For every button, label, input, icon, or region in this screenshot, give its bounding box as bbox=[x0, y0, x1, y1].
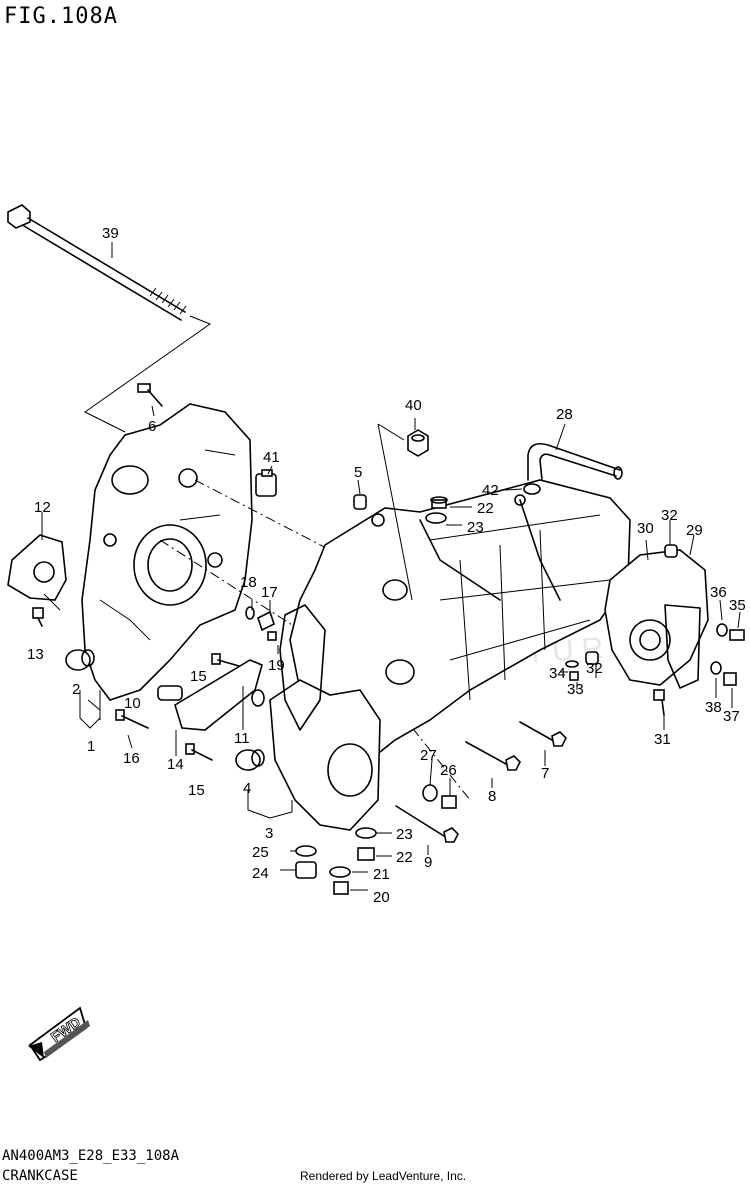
callout-27: 27 bbox=[420, 747, 437, 764]
callout-35: 35 bbox=[729, 597, 746, 614]
clamp-17-part[interactable] bbox=[257, 610, 275, 632]
callout-28: 28 bbox=[556, 406, 573, 423]
bushing-2-part[interactable] bbox=[65, 649, 95, 671]
callout-25: 25 bbox=[252, 844, 269, 861]
callout-6: 6 bbox=[148, 418, 156, 435]
callout-34: 34 bbox=[549, 665, 566, 682]
callout-36: 36 bbox=[710, 584, 727, 601]
callout-11: 11 bbox=[234, 730, 250, 747]
callout-5: 5 bbox=[354, 464, 362, 481]
callout-9: 9 bbox=[424, 854, 432, 871]
leader-lines bbox=[41, 242, 741, 891]
bolt-15b-part[interactable] bbox=[185, 743, 213, 761]
callout-24: 24 bbox=[252, 865, 269, 882]
plug-37-part[interactable] bbox=[723, 672, 737, 686]
plug-26-part[interactable] bbox=[441, 795, 457, 809]
callout-3: 3 bbox=[265, 825, 273, 842]
washer-27-part[interactable] bbox=[422, 784, 438, 802]
section-name: CRANKCASE bbox=[2, 1168, 78, 1184]
callout-29: 29 bbox=[686, 522, 703, 539]
bolt-20-part[interactable] bbox=[333, 881, 349, 895]
clip-42-part[interactable] bbox=[523, 483, 541, 495]
callout-33: 33 bbox=[567, 681, 584, 698]
render-credit: Rendered by LeadVenture, Inc. bbox=[300, 1169, 467, 1183]
screw-19-part[interactable] bbox=[267, 631, 277, 641]
callout-40: 40 bbox=[405, 397, 422, 414]
gasket-23b-part[interactable] bbox=[355, 827, 377, 839]
callout-23a: 23 bbox=[467, 519, 484, 536]
screw-13-part[interactable] bbox=[32, 607, 44, 627]
plug-35-part[interactable] bbox=[729, 629, 745, 641]
callout-1: 1 bbox=[87, 738, 95, 755]
gasket-10-part[interactable] bbox=[157, 685, 183, 701]
screw-33-part[interactable] bbox=[569, 671, 579, 681]
bolt-8-part[interactable] bbox=[465, 741, 521, 771]
bolt-6-part[interactable] bbox=[137, 383, 163, 407]
left-crankcase-part[interactable] bbox=[81, 403, 253, 701]
figure-title: FIG.108A bbox=[4, 4, 118, 29]
plug-22a-part[interactable] bbox=[430, 496, 448, 509]
callout-7: 7 bbox=[541, 765, 549, 782]
bolt-16-part[interactable] bbox=[115, 709, 149, 729]
model-code: AN400AM3_E28_E33_108A bbox=[2, 1148, 180, 1164]
callout-18: 18 bbox=[240, 574, 257, 591]
callout-39: 39 bbox=[102, 225, 119, 242]
crankcase-gasket-part[interactable] bbox=[279, 604, 326, 731]
callout-13: 13 bbox=[27, 646, 44, 663]
callout-15a: 15 bbox=[190, 668, 207, 685]
callout-17: 17 bbox=[261, 584, 278, 601]
nut-40-part[interactable] bbox=[407, 429, 429, 457]
bolt-9-part[interactable] bbox=[395, 805, 459, 843]
callout-42: 42 bbox=[482, 482, 499, 499]
callout-20: 20 bbox=[373, 889, 390, 906]
cover-12-part[interactable] bbox=[7, 534, 67, 601]
callout-10: 10 bbox=[124, 695, 141, 712]
callout-numbers: 1 2 3 4 5 6 7 8 9 10 11 12 13 14 15 15 1… bbox=[27, 225, 746, 906]
callout-16: 16 bbox=[123, 750, 140, 767]
o-ring-25-part[interactable] bbox=[295, 845, 317, 857]
callout-38: 38 bbox=[705, 699, 722, 716]
callout-12: 12 bbox=[34, 499, 51, 516]
callout-15b: 15 bbox=[188, 782, 205, 799]
callout-26: 26 bbox=[440, 762, 457, 779]
bushing-4-part[interactable] bbox=[235, 749, 265, 771]
gasket-29-part[interactable] bbox=[664, 604, 701, 689]
dowel-5-part[interactable] bbox=[353, 494, 367, 510]
callout-19: 19 bbox=[268, 657, 285, 674]
callout-32a: 32 bbox=[661, 507, 678, 524]
dowel-32b-part[interactable] bbox=[585, 651, 599, 665]
callout-21: 21 bbox=[373, 866, 390, 883]
plug-22b-part[interactable] bbox=[357, 847, 375, 861]
forward-arrow-icon: FWD bbox=[28, 1006, 90, 1062]
long-bolt-part[interactable] bbox=[7, 204, 187, 321]
o-ring-11-part[interactable] bbox=[251, 689, 265, 707]
callout-14: 14 bbox=[167, 756, 184, 773]
plug-24-part[interactable] bbox=[295, 861, 317, 879]
washer-21-part[interactable] bbox=[329, 866, 351, 878]
gasket-23a-part[interactable] bbox=[425, 512, 447, 524]
callout-4: 4 bbox=[243, 780, 251, 797]
callout-22a: 22 bbox=[477, 500, 494, 517]
callout-41: 41 bbox=[263, 449, 280, 466]
clip-34-part[interactable] bbox=[565, 660, 579, 668]
callout-8: 8 bbox=[488, 788, 496, 805]
callout-22b: 22 bbox=[396, 849, 413, 866]
washer-38-part[interactable] bbox=[710, 661, 722, 675]
callout-2: 2 bbox=[72, 681, 80, 698]
sensor-41-part[interactable] bbox=[255, 469, 277, 497]
callout-32b: 32 bbox=[586, 660, 603, 677]
dowel-32a-part[interactable] bbox=[664, 544, 678, 558]
callout-31: 31 bbox=[654, 731, 671, 748]
callout-30: 30 bbox=[637, 520, 654, 537]
hose-28-part[interactable] bbox=[527, 442, 623, 481]
callout-37: 37 bbox=[723, 708, 740, 725]
bolt-31-part[interactable] bbox=[653, 689, 665, 716]
plate-14-part[interactable] bbox=[174, 659, 263, 731]
callout-23b: 23 bbox=[396, 826, 413, 843]
washer-36-part[interactable] bbox=[716, 623, 728, 637]
bolt-7-part[interactable] bbox=[519, 721, 567, 747]
washer-18-part[interactable] bbox=[245, 606, 255, 620]
